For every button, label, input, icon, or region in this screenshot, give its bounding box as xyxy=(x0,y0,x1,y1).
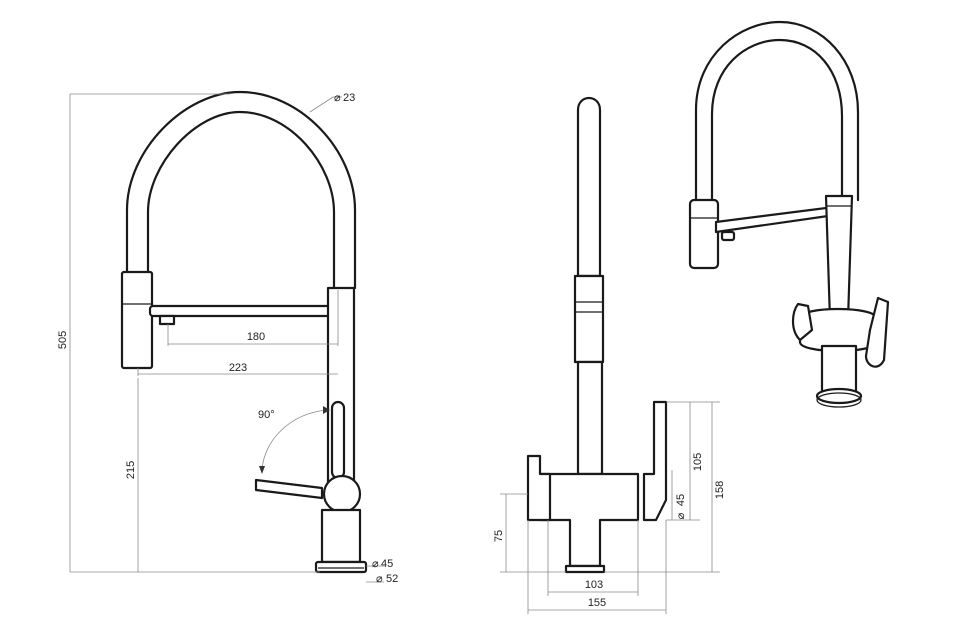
dim-spout-height: 215 xyxy=(125,461,137,479)
lever-angle-arc xyxy=(261,409,327,471)
front-view: 505 ⌀ 23 180 223 215 90° ⌀ 45 ⌀ 52 xyxy=(57,90,398,585)
dim-lever-angle: 90° xyxy=(258,409,275,421)
persp-holder-bar xyxy=(714,204,844,234)
front-upper-lever xyxy=(330,400,346,480)
dia-symbol-handle: ⌀ xyxy=(675,512,687,519)
persp-column xyxy=(824,194,854,322)
dia-symbol-45: ⌀ xyxy=(372,558,379,570)
front-hose-arch xyxy=(125,90,357,290)
side-spout xyxy=(576,96,602,278)
dim-body-height: 75 xyxy=(493,530,505,542)
side-column xyxy=(576,360,604,476)
perspective-view xyxy=(688,20,890,408)
persp-base xyxy=(815,387,863,405)
side-body xyxy=(538,472,640,568)
side-spray-head xyxy=(573,274,605,364)
side-view: 75 105 45 ⌀ 158 103 155 xyxy=(493,96,726,614)
front-knob xyxy=(322,474,362,514)
dim-base-width: 103 xyxy=(585,579,603,591)
persp-left-lever xyxy=(791,302,814,342)
dim-base-dia-large: 52 xyxy=(386,573,398,585)
front-lower-body xyxy=(320,508,362,564)
persp-right-lever xyxy=(864,296,890,368)
dim-spout-reach-outer: 223 xyxy=(229,362,247,374)
dim-lever-total-height: 158 xyxy=(714,481,726,499)
persp-spray-head xyxy=(688,198,720,270)
dia-symbol: ⌀ xyxy=(334,92,341,104)
dim-lever-height: 105 xyxy=(692,453,704,471)
side-right-lever xyxy=(642,400,668,522)
dia-symbol-52: ⌀ xyxy=(376,573,383,585)
persp-hose-arch xyxy=(694,20,860,202)
persp-lower-body xyxy=(820,344,858,394)
front-lower-lever xyxy=(254,478,324,500)
side-base xyxy=(564,564,606,574)
dim-total-height: 505 xyxy=(57,331,69,349)
dim-hose-dia: 23 xyxy=(343,92,355,104)
dim-handle-dia: 45 xyxy=(675,494,687,506)
front-base xyxy=(314,560,368,574)
dim-total-width: 155 xyxy=(588,597,606,609)
front-holder-bar xyxy=(148,304,334,318)
dim-spout-reach-inner: 180 xyxy=(247,331,265,343)
side-left-lever xyxy=(526,454,552,522)
front-spray-head xyxy=(120,270,154,370)
dim-base-dia-small: 45 xyxy=(381,558,393,570)
